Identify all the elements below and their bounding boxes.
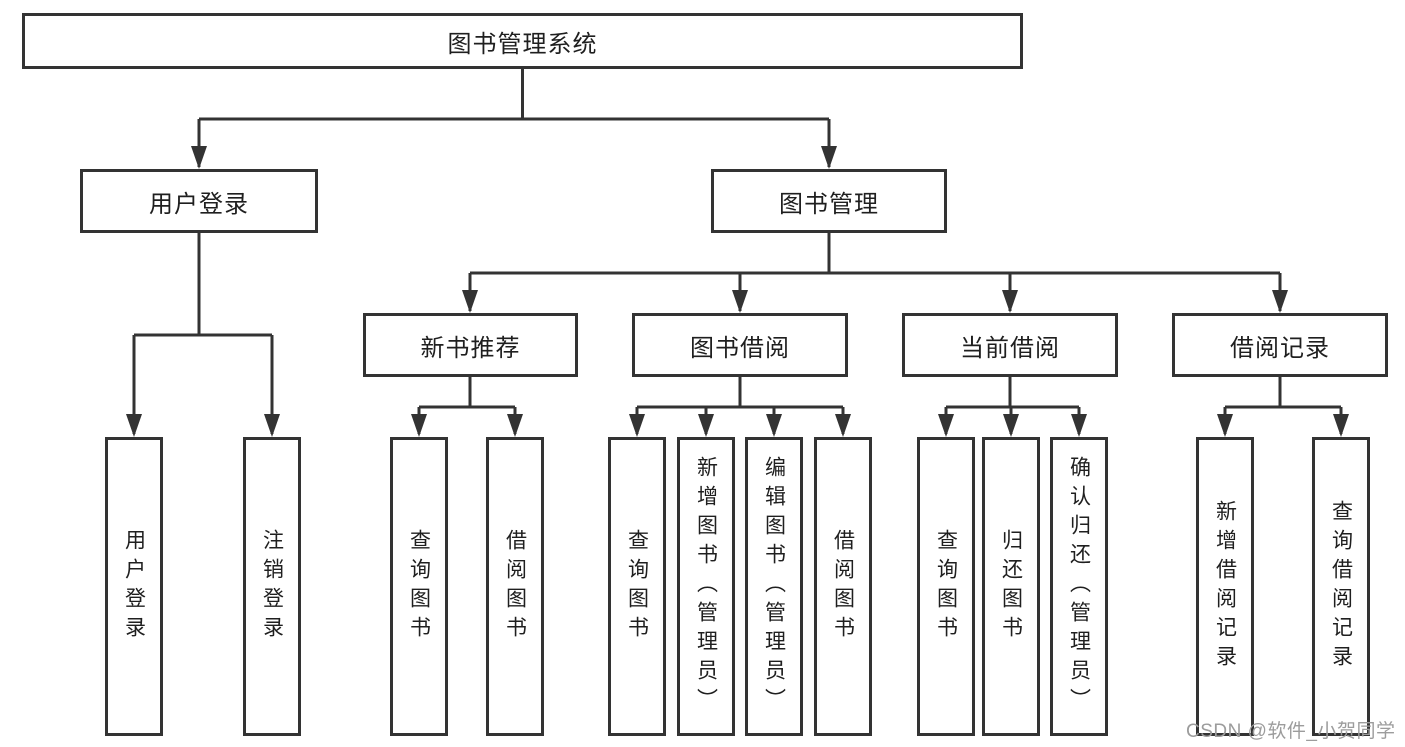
node-root-label: 图书管理系统	[447, 30, 598, 58]
connector-current-borrowing-children	[938, 377, 1087, 437]
node-book-borrowing-label: 图书借阅	[690, 334, 790, 362]
leaf-logout-label: 注销登录	[260, 528, 284, 645]
leaf-user-login: 用户登录	[105, 437, 163, 736]
node-borrow-records-label: 借阅记录	[1230, 334, 1330, 362]
leaf-borrow-books-recommend: 借阅图书	[486, 437, 544, 736]
leaf-return-books-label: 归还图书	[999, 528, 1023, 645]
watermark: CSDN @软件_小贺同学	[1186, 721, 1396, 742]
connector-borrow-records-children	[1217, 377, 1349, 437]
leaf-return-books: 归还图书	[982, 437, 1040, 736]
leaf-edit-book-admin-label: 编辑图书（管理员）	[762, 456, 786, 717]
connector-book-borrowing-children	[629, 377, 851, 437]
leaf-add-borrow-record: 新增借阅记录	[1196, 437, 1254, 736]
leaf-add-book-admin-label: 新增图书（管理员）	[694, 456, 718, 717]
leaf-query-books-recommend-label: 查询图书	[407, 528, 431, 645]
connector-new-book-recommend-children	[411, 377, 523, 437]
leaf-query-books-current: 查询图书	[917, 437, 975, 736]
node-book-management-label: 图书管理	[779, 190, 879, 218]
leaf-query-books-borrowing-label: 查询图书	[625, 528, 649, 645]
leaf-add-borrow-record-label: 新增借阅记录	[1213, 499, 1237, 674]
node-user-login-label: 用户登录	[149, 190, 249, 218]
leaf-edit-book-admin: 编辑图书（管理员）	[745, 437, 803, 736]
connector-root-to-level2	[191, 68, 837, 169]
node-new-book-recommend: 新书推荐	[363, 313, 578, 377]
leaf-logout: 注销登录	[243, 437, 301, 736]
leaf-confirm-return-admin: 确认归还（管理员）	[1050, 437, 1108, 736]
leaf-confirm-return-admin-label: 确认归还（管理员）	[1067, 456, 1091, 717]
leaf-add-book-admin: 新增图书（管理员）	[677, 437, 735, 736]
connector-user-login-children	[126, 233, 280, 437]
leaf-query-borrow-record-label: 查询借阅记录	[1329, 499, 1353, 674]
node-current-borrowing: 当前借阅	[902, 313, 1118, 377]
leaf-query-books-current-label: 查询图书	[934, 528, 958, 645]
node-book-management: 图书管理	[711, 169, 947, 233]
leaf-query-books-recommend: 查询图书	[390, 437, 448, 736]
connector-book-management-children	[462, 233, 1288, 313]
leaf-query-books-borrowing: 查询图书	[608, 437, 666, 736]
node-current-borrowing-label: 当前借阅	[960, 334, 1060, 362]
node-new-book-recommend-label: 新书推荐	[420, 334, 521, 362]
leaf-borrow-books: 借阅图书	[814, 437, 872, 736]
leaf-user-login-label: 用户登录	[122, 528, 146, 645]
node-user-login: 用户登录	[80, 169, 318, 233]
node-book-borrowing: 图书借阅	[632, 313, 848, 377]
node-root: 图书管理系统	[22, 13, 1023, 69]
leaf-query-borrow-record: 查询借阅记录	[1312, 437, 1370, 736]
node-borrow-records: 借阅记录	[1172, 313, 1388, 377]
leaf-borrow-books-label: 借阅图书	[831, 528, 855, 645]
leaf-borrow-books-recommend-label: 借阅图书	[503, 528, 527, 645]
